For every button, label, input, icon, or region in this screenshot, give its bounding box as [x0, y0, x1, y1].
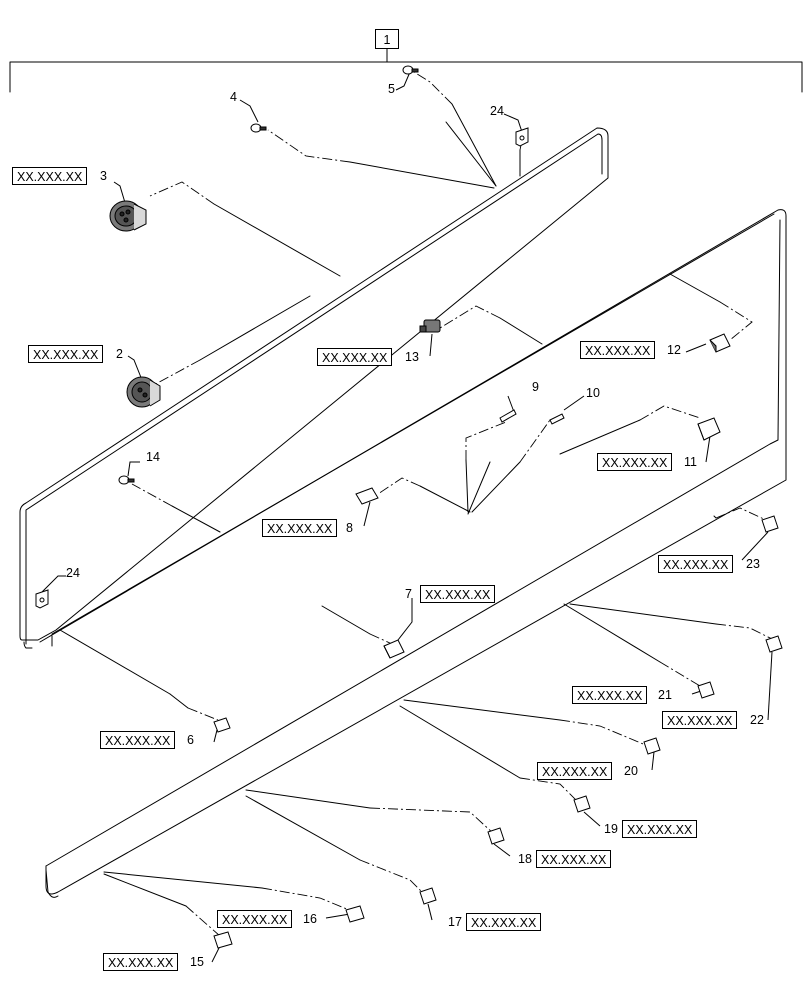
connector-8-icon: [355, 487, 379, 505]
branch-15: [103, 873, 187, 907]
callout-19-number: 19: [604, 822, 618, 836]
callout-8-number: 8: [346, 521, 353, 535]
connector-11-icon: [697, 417, 721, 441]
round-connector-2-icon: [126, 376, 161, 408]
callout-19-ref[interactable]: XX.XXX.XX: [622, 820, 698, 838]
clip-24-left-icon: [35, 589, 49, 609]
branch-5: [451, 103, 497, 187]
callout-21-ref[interactable]: XX.XXX.XX: [572, 686, 648, 704]
callout-4-number: 4: [230, 90, 237, 104]
connector-20-icon: [643, 737, 661, 755]
connector-22-icon: [765, 635, 783, 653]
callout-15-number: 15: [190, 955, 204, 969]
callout-11-number: 11: [684, 455, 697, 469]
clip-24-top-icon: [515, 127, 529, 147]
callout-16-number: 16: [303, 912, 317, 926]
branch-13: [499, 317, 543, 345]
connector-18-icon: [487, 827, 505, 845]
branch-23: [713, 515, 717, 519]
branch-19: [399, 705, 521, 779]
callout-2-number: 2: [116, 347, 123, 361]
callout-24-left-number: 24: [66, 566, 80, 580]
callout-24-top-number: 24: [490, 104, 504, 118]
callout-21-number: 21: [658, 688, 672, 702]
round-connector-3-icon: [109, 200, 147, 232]
callout-23-number: 23: [746, 557, 760, 571]
callout-3-ref[interactable]: XX.XXX.XX: [12, 167, 88, 185]
callout-16-ref[interactable]: XX.XXX.XX: [217, 910, 293, 928]
callout-23-ref[interactable]: XX.XXX.XX: [658, 555, 734, 573]
ring-terminal-4-icon: [250, 123, 267, 133]
middle-bundle: [39, 209, 787, 895]
branch-17: [245, 795, 361, 861]
callout-3-number: 3: [100, 169, 107, 183]
branch-14: [171, 505, 221, 533]
callout-20-ref[interactable]: XX.XXX.XX: [537, 762, 613, 780]
callout-7-number: 7: [405, 587, 412, 601]
callout-17-number: 17: [448, 915, 462, 929]
branch-18: [245, 789, 371, 809]
connector-23-icon: [761, 515, 779, 533]
frame-bundle: [19, 127, 609, 641]
callout-5-number: 5: [388, 82, 395, 96]
callout-7-ref[interactable]: XX.XXX.XX: [420, 585, 496, 603]
branch-6: [59, 629, 171, 695]
branch-2-solid: [199, 295, 311, 361]
callout-6-number: 6: [187, 733, 194, 747]
callout-9-number: 9: [532, 380, 539, 394]
callout-6-ref[interactable]: XX.XXX.XX: [100, 731, 176, 749]
assembly-bracket: [9, 61, 803, 93]
callout-17-ref[interactable]: XX.XXX.XX: [466, 913, 542, 931]
middle-bundle-inner: [45, 219, 781, 867]
branch-20: [403, 699, 561, 721]
frame-bundle-inner: [25, 133, 603, 645]
connector-15-icon: [213, 931, 233, 949]
callout-22-ref[interactable]: XX.XXX.XX: [662, 711, 738, 729]
callout-13-number: 13: [405, 350, 419, 364]
connector-10-icon: [549, 413, 565, 425]
branch-9-10-main: [465, 459, 469, 513]
ring-terminal-5-icon: [402, 65, 419, 75]
callout-2-ref[interactable]: XX.XXX.XX: [28, 345, 104, 363]
branch-7: [321, 605, 371, 635]
callout-12-ref[interactable]: XX.XXX.XX: [580, 341, 656, 359]
branch-21: [563, 603, 661, 663]
connector-17-icon: [419, 887, 437, 905]
callout-14-number: 14: [146, 450, 160, 464]
connector-12-icon: [709, 333, 731, 353]
callout-18-number: 18: [518, 852, 532, 866]
assembly-item-box: 1: [375, 29, 399, 49]
callout-13-ref[interactable]: XX.XXX.XX: [317, 348, 393, 366]
connector-6-icon: [213, 717, 231, 733]
branch-16: [103, 871, 263, 889]
callout-8-ref[interactable]: XX.XXX.XX: [262, 519, 338, 537]
branch-3: [213, 203, 341, 277]
connector-9-icon: [499, 409, 517, 423]
ring-terminal-14-icon: [118, 475, 135, 485]
connector-13-icon: [419, 319, 441, 333]
callout-11-ref[interactable]: XX.XXX.XX: [597, 453, 673, 471]
branch-11: [559, 419, 641, 455]
connector-19-icon: [573, 795, 591, 813]
connector-7-icon: [383, 639, 405, 659]
callout-15-ref[interactable]: XX.XXX.XX: [103, 953, 179, 971]
connector-16-icon: [345, 905, 365, 923]
callout-22-number: 22: [750, 713, 764, 727]
branch-5b: [445, 121, 497, 187]
branch-4: [349, 161, 495, 189]
callout-12-number: 12: [667, 343, 681, 357]
callout-20-number: 20: [624, 764, 638, 778]
callout-18-ref[interactable]: XX.XXX.XX: [536, 850, 612, 868]
branch-12: [669, 273, 721, 303]
branch-22: [569, 603, 717, 625]
connector-21-icon: [697, 681, 715, 699]
branch-6b: [169, 693, 189, 709]
callout-10-number: 10: [586, 386, 600, 400]
